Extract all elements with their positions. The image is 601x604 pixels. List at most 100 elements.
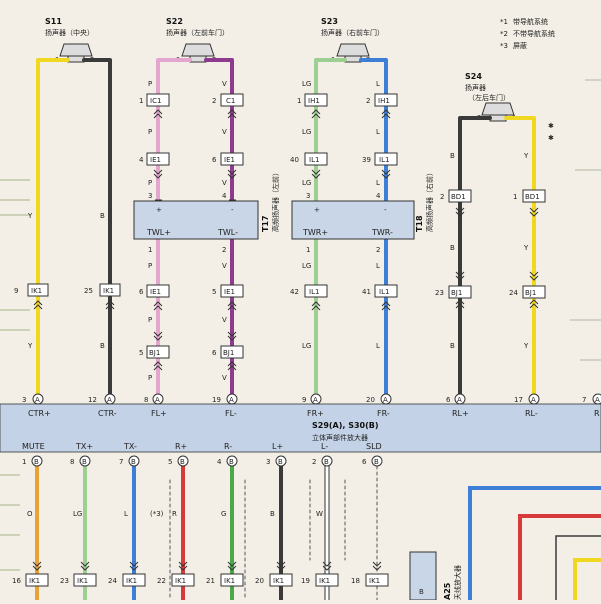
wire-color: LG xyxy=(302,179,311,187)
svg-text:TX-: TX- xyxy=(123,442,137,451)
amp-id: S29(A), S30(B) xyxy=(312,421,379,430)
splice-ik1: IK1 xyxy=(103,287,114,295)
tweeter-t18-id: T18 xyxy=(415,215,424,232)
svg-text:A: A xyxy=(107,396,112,404)
pin-rl-minus: 17 A RL- xyxy=(514,393,540,418)
svg-text:7: 7 xyxy=(582,396,586,404)
bottom-chevrons xyxy=(32,561,382,571)
svg-text:RL+: RL+ xyxy=(452,409,469,418)
wire-color: LG xyxy=(302,128,311,136)
wire-color: V xyxy=(222,374,227,382)
speaker-s22-name: 扬声器（左前车门） xyxy=(166,28,229,37)
tweeter-t18-box xyxy=(291,200,415,240)
pin-fr-minus: 20 A FR- xyxy=(366,393,392,418)
svg-text:A: A xyxy=(383,396,388,404)
pin-fl-plus: 8 A FL+ xyxy=(144,393,167,418)
splice-pin: 39 xyxy=(362,156,371,164)
wire-color: P xyxy=(148,128,152,136)
amplifier-bus xyxy=(0,403,601,453)
svg-text:12: 12 xyxy=(88,396,97,404)
svg-text:IK1: IK1 xyxy=(369,577,380,585)
svg-text:R: R xyxy=(594,409,600,418)
svg-text:8: 8 xyxy=(70,458,74,466)
splice-il1: IL1 xyxy=(309,288,319,296)
splice-pin: 42 xyxy=(290,288,299,296)
splice-boxes-bottom: IK1 16 IK1 23 IK1 24 IK1 22 IK1 21 IK1 2… xyxy=(12,573,389,587)
splice-bd1: BD1 xyxy=(525,193,540,201)
speaker-s11-name: 扬声器（中央） xyxy=(45,28,94,37)
splice-ie1: IE1 xyxy=(150,288,161,296)
svg-text:3: 3 xyxy=(266,458,270,466)
amp-name: 立体声部件放大器 xyxy=(312,433,368,442)
svg-text:B: B xyxy=(374,458,379,466)
wire-color: L xyxy=(376,179,380,187)
svg-text:A: A xyxy=(229,396,234,404)
svg-text:L-: L- xyxy=(321,442,328,451)
splice-pin: 5 xyxy=(139,349,143,357)
svg-text:B: B xyxy=(34,458,39,466)
svg-text:SLD: SLD xyxy=(366,442,382,451)
splice-pin: 41 xyxy=(362,288,371,296)
tweeter-t17-minus: - xyxy=(231,206,234,214)
marker-icon: ✱ xyxy=(548,134,554,142)
svg-text:L: L xyxy=(124,510,128,518)
svg-text:B: B xyxy=(229,458,234,466)
svg-text:MUTE: MUTE xyxy=(22,442,45,451)
svg-text:17: 17 xyxy=(514,396,523,404)
svg-text:4: 4 xyxy=(376,192,381,200)
svg-text:W: W xyxy=(316,510,323,518)
wire-color: Y xyxy=(523,244,529,252)
marker-icon: ✱ xyxy=(548,122,554,130)
wire-color: Y xyxy=(27,212,33,220)
svg-text:IK1: IK1 xyxy=(77,577,88,585)
legend-mark-1: *1 xyxy=(500,18,508,26)
svg-text:IK1: IK1 xyxy=(224,577,235,585)
wire-color: L xyxy=(376,342,380,350)
svg-text:FR-: FR- xyxy=(377,409,390,418)
svg-text:20: 20 xyxy=(255,577,264,585)
top-wire-paths xyxy=(36,58,536,400)
svg-text:20: 20 xyxy=(366,396,375,404)
wire-color: B xyxy=(450,244,455,252)
svg-text:5: 5 xyxy=(168,458,172,466)
svg-text:8: 8 xyxy=(144,396,148,404)
svg-text:9: 9 xyxy=(302,396,306,404)
wire-color: P xyxy=(148,179,152,187)
amp-top-pins: 3 A CTR+ 12 A CTR- 8 A FL+ 19 A FL- 9 A … xyxy=(22,393,601,418)
splice-pin: 1 xyxy=(139,97,143,105)
wire-color: V xyxy=(222,128,227,136)
svg-text:A: A xyxy=(531,396,536,404)
svg-text:1: 1 xyxy=(148,246,152,254)
speaker-s24-id: S24 xyxy=(465,72,482,81)
svg-text:B: B xyxy=(324,458,329,466)
svg-text:21: 21 xyxy=(206,577,215,585)
wire-color: LG xyxy=(302,80,311,88)
splice-bj1: BJ1 xyxy=(223,349,234,357)
svg-text:18: 18 xyxy=(351,577,360,585)
antenna-amp-id: A25 xyxy=(443,582,452,600)
wire-color: Y xyxy=(523,152,529,160)
svg-text:IK1: IK1 xyxy=(126,577,137,585)
pin-fl-minus: 19 A FL- xyxy=(212,393,238,418)
wire-color: P xyxy=(148,374,152,382)
svg-text:6: 6 xyxy=(446,396,451,404)
tweeter-t18-left: TWR+ xyxy=(302,228,328,237)
splice-ih1: IH1 xyxy=(308,97,320,105)
splice-bj1: BJ1 xyxy=(149,349,160,357)
splice-pin: 1 xyxy=(297,97,301,105)
svg-text:22: 22 xyxy=(157,577,166,585)
svg-text:2: 2 xyxy=(376,246,380,254)
svg-text:1: 1 xyxy=(22,458,26,466)
speaker-s11-id: S11 xyxy=(45,17,62,26)
splice-ie1: IE1 xyxy=(224,156,235,164)
splice-pin: 9 xyxy=(14,287,18,295)
legend-text-2: 不带导航系统 xyxy=(513,29,555,38)
svg-text:IK1: IK1 xyxy=(29,577,40,585)
wire-color: Y xyxy=(27,342,33,350)
tweeter-t18-right: TWR- xyxy=(371,228,393,237)
splice-il1: IL1 xyxy=(379,156,389,164)
splice-pin: 2 xyxy=(212,97,216,105)
legend-mark-3: *3 xyxy=(500,42,508,50)
speaker-icon xyxy=(59,43,515,122)
